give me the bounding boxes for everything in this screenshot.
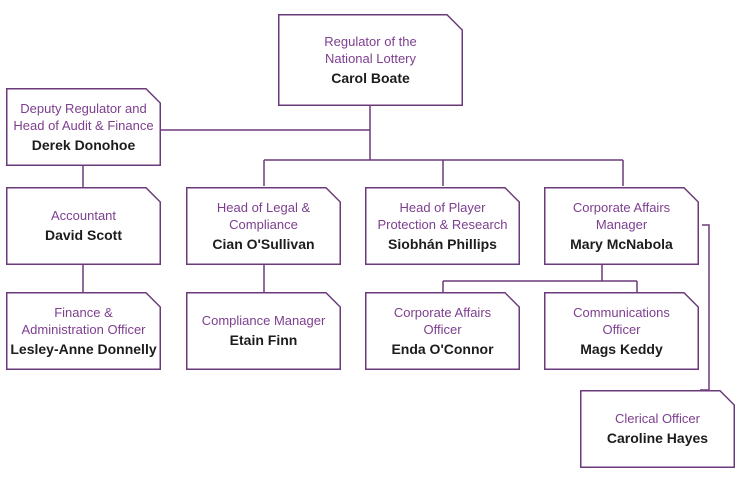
node-person: Enda O'Connor bbox=[391, 340, 494, 357]
node-role: Compliance Manager bbox=[201, 313, 326, 328]
connector-corporate-clerical bbox=[700, 224, 710, 391]
node-role: Head of Player Protection & Research bbox=[377, 199, 508, 232]
node-role: Communications Officer bbox=[573, 304, 670, 337]
node-person: Etain Finn bbox=[229, 332, 298, 348]
node-role: Regulator of the National Lottery bbox=[324, 33, 417, 66]
node-person: Carol Boate bbox=[331, 69, 410, 86]
node-person: David Scott bbox=[44, 227, 122, 243]
node-role: Deputy Regulator and Head of Audit & Fin… bbox=[13, 100, 154, 133]
node-deputy: Deputy Regulator and Head of Audit & Fin… bbox=[6, 88, 161, 166]
node-person: Siobhán Phillips bbox=[388, 235, 497, 252]
node-person: Lesley-Anne Donnelly bbox=[10, 340, 157, 357]
node-role: Clerical Officer bbox=[614, 411, 700, 426]
node-person: Mags Keddy bbox=[580, 340, 663, 357]
node-role: Accountant bbox=[50, 208, 117, 223]
node-person: Cian O'Sullivan bbox=[212, 235, 315, 252]
connector-corporate-sub bbox=[442, 265, 638, 293]
node-role: Corporate Affairs Officer bbox=[393, 304, 492, 337]
node-person: Derek Donohoe bbox=[31, 136, 136, 153]
node-role: Head of Legal & Compliance bbox=[216, 199, 311, 232]
node-role: Corporate Affairs Manager bbox=[572, 199, 671, 232]
node-person: Caroline Hayes bbox=[606, 430, 709, 446]
node-person: Mary McNabola bbox=[570, 235, 673, 252]
node-role: Finance & Administration Officer bbox=[21, 304, 146, 337]
